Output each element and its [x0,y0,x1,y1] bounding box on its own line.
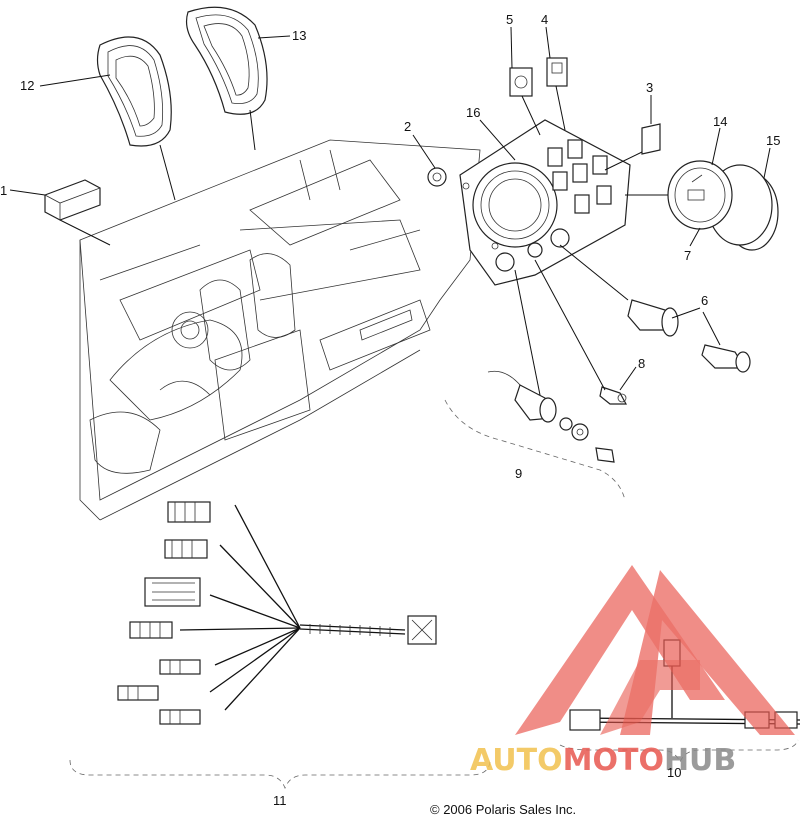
part-16-instrument-panel [459,119,631,286]
dashboard-panel [79,139,481,521]
callout-13: 13 [292,28,306,43]
watermark-part-hub: HUB [664,743,736,778]
callout-6: 6 [701,293,708,308]
connector-b [164,539,208,559]
part-1-switch [44,179,101,221]
watermark-triangle-icon [515,565,725,735]
part-9-key-switch [444,370,626,501]
watermark-logo: AUTOMOTOHUB [470,565,795,778]
connector-e [159,659,201,675]
brace-11 [69,759,491,790]
part-8-socket [599,386,628,405]
part-4-switch [546,57,568,87]
callout-11: 11 [273,793,287,808]
callout-1: 1 [0,183,7,198]
callout-3: 3 [646,80,653,95]
part-12-hood [96,36,172,147]
part-3-label [641,123,661,155]
callout-2: 2 [404,119,411,134]
callout-10: 10 [667,765,681,780]
callout-12: 12 [20,78,34,93]
connector-a [167,501,211,523]
part-11-wiring-harness [117,501,437,725]
part-5-switch [509,67,533,97]
brace-10 [559,739,799,764]
part-2-nut [427,167,447,187]
callout-labels: 1 2 3 4 5 6 7 8 9 10 11 12 13 14 15 16 [0,12,780,808]
callout-7: 7 [684,248,691,263]
watermark-part-moto: MOTO [563,743,664,778]
connector-g [159,709,201,725]
watermark-g-icon [600,660,700,735]
callout-9: 9 [515,466,522,481]
watermark-triangle-right-icon [620,570,795,735]
callout-8: 8 [638,356,645,371]
leader-lines [9,26,771,396]
watermark-text: AUTOMOTOHUB [470,743,736,778]
callout-16: 16 [466,105,480,120]
part-6-plug [627,299,751,373]
part-14-speedometer [667,160,779,251]
harness-braid [309,624,391,637]
watermark-part-auto: AUTO [470,743,563,778]
copyright-text: © 2006 Polaris Sales Inc. [430,802,576,817]
part-13-hood [185,6,268,115]
connector-d [129,621,173,639]
callout-15: 15 [766,133,780,148]
connector-c [144,577,201,607]
callout-14: 14 [713,114,727,129]
callout-4: 4 [541,12,548,27]
callout-5: 5 [506,12,513,27]
switch-grid [547,139,612,214]
connector-f [117,685,159,701]
